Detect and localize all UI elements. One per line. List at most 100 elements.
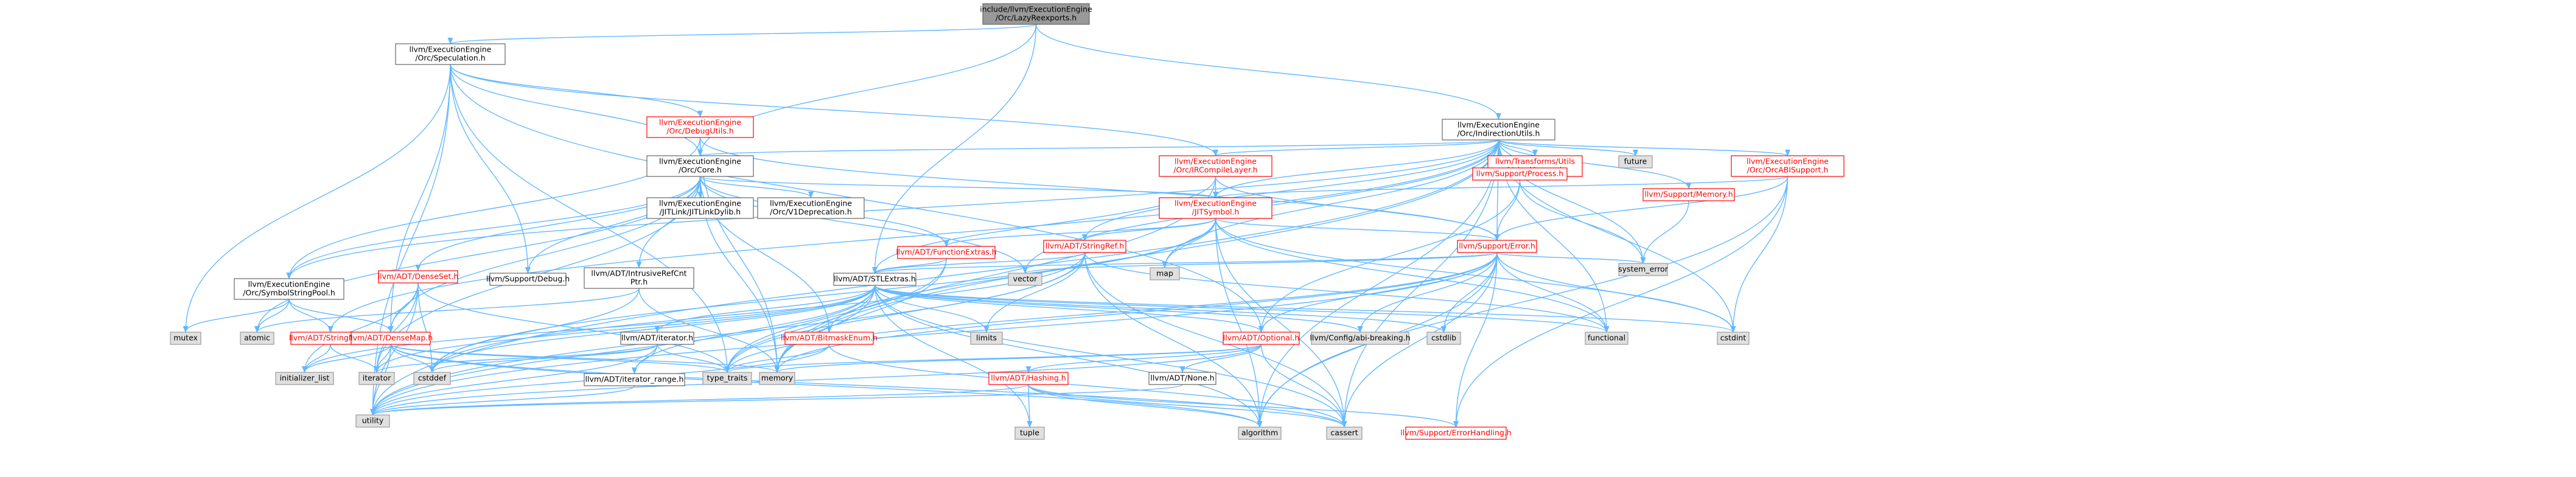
node-ircompile[interactable]: llvm/ExecutionEngine/Orc/IRCompileLayer.… xyxy=(1159,155,1272,177)
edge-indirect-to-supporterror xyxy=(1494,139,1500,242)
edges-layer xyxy=(183,24,1790,428)
edge-bitmask-to-cassert xyxy=(828,344,1347,428)
edge-iterrange-to-utility xyxy=(370,385,635,416)
node-label-intrusive-0: llvm/ADT/IntrusiveRefCnt xyxy=(591,269,686,278)
node-densesetn[interactable]: llvm/ADT/DenseSet.h xyxy=(378,270,459,284)
node-box-lazy xyxy=(982,3,1090,25)
node-label-supportdebug-0: llvm/Support/Debug.h xyxy=(486,274,570,284)
node-functional: functional xyxy=(1585,332,1628,345)
node-label-typetraits-0: type_traits xyxy=(707,374,748,383)
edge-intrusive-to-atomic xyxy=(254,288,640,333)
node-label-iteratorh-0: llvm/ADT/iterator.h xyxy=(621,333,693,343)
node-atomic: atomic xyxy=(240,332,274,345)
node-optional[interactable]: llvm/ADT/Optional.h xyxy=(1223,332,1300,345)
edge-orcabi-to-algorithm xyxy=(1257,176,1789,428)
edge-iteratorh-to-iterator xyxy=(374,344,658,374)
edge-hashing-to-tuple xyxy=(1027,384,1033,428)
node-label-cstddef-0: cstddef xyxy=(418,374,447,383)
node-label-symstrpool-0: llvm/ExecutionEngine xyxy=(248,280,330,289)
node-symstrpool[interactable]: llvm/ExecutionEngine/Orc/SymbolStringPoo… xyxy=(234,278,344,300)
node-label-cstdlib-0: cstdlib xyxy=(1431,333,1456,343)
node-label-memoryh-0: llvm/Support/Memory.h xyxy=(1644,190,1733,199)
node-stringref[interactable]: llvm/ADT/StringRef.h xyxy=(1043,240,1126,253)
node-jitsymbol[interactable]: llvm/ExecutionEngine/JITSymbol.h xyxy=(1159,197,1272,219)
node-label-hashing-0: llvm/ADT/Hashing.h xyxy=(991,374,1066,383)
edge-iteratorh-to-cstddef xyxy=(429,344,658,374)
node-box-densemap xyxy=(351,332,431,345)
node-label-symstrpool-1: /Orc/SymbolStringPool.h xyxy=(243,288,335,298)
edge-densesetn-to-initlist xyxy=(302,282,419,374)
node-label-jitsymbol-0: llvm/ExecutionEngine xyxy=(1175,199,1257,208)
node-none[interactable]: llvm/ADT/None.h xyxy=(1148,372,1216,385)
edge-core-to-vector xyxy=(699,176,1028,274)
edge-stlextras-to-iterrange xyxy=(632,285,876,375)
node-vector: vector xyxy=(1008,273,1042,286)
edge-hashing-to-cassert xyxy=(1028,384,1347,428)
node-hashing[interactable]: llvm/ADT/Hashing.h xyxy=(988,372,1069,385)
edge-stlextras-to-functional xyxy=(874,285,1610,333)
node-densemap[interactable]: llvm/ADT/DenseMap.h xyxy=(349,332,433,345)
node-label-spec-1: /Orc/Speculation.h xyxy=(415,54,485,63)
node-orcabi[interactable]: llvm/ExecutionEngine/Orc/OrcABISupport.h xyxy=(1731,155,1845,177)
node-future: future xyxy=(1618,155,1653,169)
node-supporterror[interactable]: llvm/Support/Error.h xyxy=(1457,240,1537,253)
node-indirect[interactable]: llvm/ExecutionEngine/Orc/IndirectionUtil… xyxy=(1442,119,1555,141)
node-label-process-0: llvm/Support/Process.h xyxy=(1476,169,1564,178)
node-label-utility-0: utility xyxy=(362,416,384,425)
node-box-jitsymbol xyxy=(1159,197,1272,219)
node-core[interactable]: llvm/ExecutionEngine/Orc/Core.h xyxy=(646,155,754,177)
node-supportdebug[interactable]: llvm/Support/Debug.h xyxy=(486,273,570,286)
node-label-spec-0: llvm/ExecutionEngine xyxy=(410,45,492,54)
node-label-optional-0: llvm/ADT/Optional.h xyxy=(1223,333,1300,343)
node-label-vector-0: vector xyxy=(1013,274,1038,284)
node-label-ircompile-0: llvm/ExecutionEngine xyxy=(1175,157,1257,166)
edge-indirect-to-algorithm xyxy=(1257,139,1499,428)
edge-stringref-to-limits xyxy=(983,252,1086,333)
node-memory: memory xyxy=(759,372,795,385)
node-functionextras[interactable]: llvm/ADT/FunctionExtras.h xyxy=(896,246,997,259)
node-iteratorh[interactable]: llvm/ADT/iterator.h xyxy=(620,332,694,345)
node-label-debugutils-0: llvm/ExecutionEngine xyxy=(659,118,741,127)
edge-orcabi-to-supporterror xyxy=(1494,176,1789,242)
node-debugutils[interactable]: llvm/ExecutionEngine/Orc/DebugUtils.h xyxy=(646,116,754,138)
node-box-atomic xyxy=(240,332,274,345)
edge-stringref-to-algorithm xyxy=(1084,252,1263,428)
node-process[interactable]: llvm/Support/Process.h xyxy=(1472,167,1568,181)
edge-core-to-jitsymbol xyxy=(699,176,1218,199)
node-errorhandling[interactable]: llvm/Support/ErrorHandling.h xyxy=(1400,427,1512,440)
node-iterator: iterator xyxy=(358,372,395,385)
node-label-orcabi-1: /Orc/OrcABISupport.h xyxy=(1747,165,1829,175)
node-jitlink[interactable]: llvm/ExecutionEngine/JITLink/JITLinkDyli… xyxy=(646,197,754,219)
edge-spec-to-mutex xyxy=(183,64,451,333)
node-box-typetraits xyxy=(702,372,752,385)
node-stlextras[interactable]: llvm/ADT/STLExtras.h xyxy=(833,273,916,286)
node-spec[interactable]: llvm/ExecutionEngine/Orc/Speculation.h xyxy=(395,43,506,65)
edge-densesetn-to-iterator xyxy=(374,282,419,374)
edge-intrusive-to-cstddef xyxy=(429,288,640,374)
edge-indirect-to-cassert xyxy=(1341,139,1499,428)
node-configabi: llvm/Config/abi-breaking.h xyxy=(1310,332,1411,345)
node-box-systemerror xyxy=(1618,263,1668,276)
node-label-tuple-0: tuple xyxy=(1020,428,1039,437)
edge-lazy-to-stlextras xyxy=(872,24,1037,274)
edge-indirect-to-valuemapper xyxy=(1498,139,1538,157)
edge-hashing-to-algorithm xyxy=(1028,384,1263,428)
node-iterrange[interactable]: llvm/ADT/iterator_range.h xyxy=(584,373,685,386)
edge-optional-to-utility xyxy=(370,344,1262,416)
edge-supporterror-to-cstdint xyxy=(1496,252,1736,333)
node-label-lazy-0: include/llvm/ExecutionEngine xyxy=(980,5,1092,14)
edge-iteratorh-to-iterrange xyxy=(632,344,658,375)
edge-supporterror-to-systemerror xyxy=(1496,252,1646,265)
edge-jitsymbol-to-cstddef xyxy=(429,218,1216,374)
node-memoryh[interactable]: llvm/Support/Memory.h xyxy=(1642,188,1735,201)
edge-supporterror-to-vector xyxy=(1022,252,1498,274)
node-box-future xyxy=(1618,155,1653,169)
node-label-jitlink-1: /JITLink/JITLinkDylib.h xyxy=(660,207,741,217)
node-v1dep[interactable]: llvm/ExecutionEngine/Orc/V1Deprecation.h xyxy=(757,197,865,219)
node-bitmask[interactable]: llvm/ADT/BitmaskEnum.h xyxy=(781,332,878,345)
node-box-functionextras xyxy=(897,246,996,259)
node-box-stringref xyxy=(1043,240,1126,253)
node-box-spec xyxy=(395,43,506,65)
